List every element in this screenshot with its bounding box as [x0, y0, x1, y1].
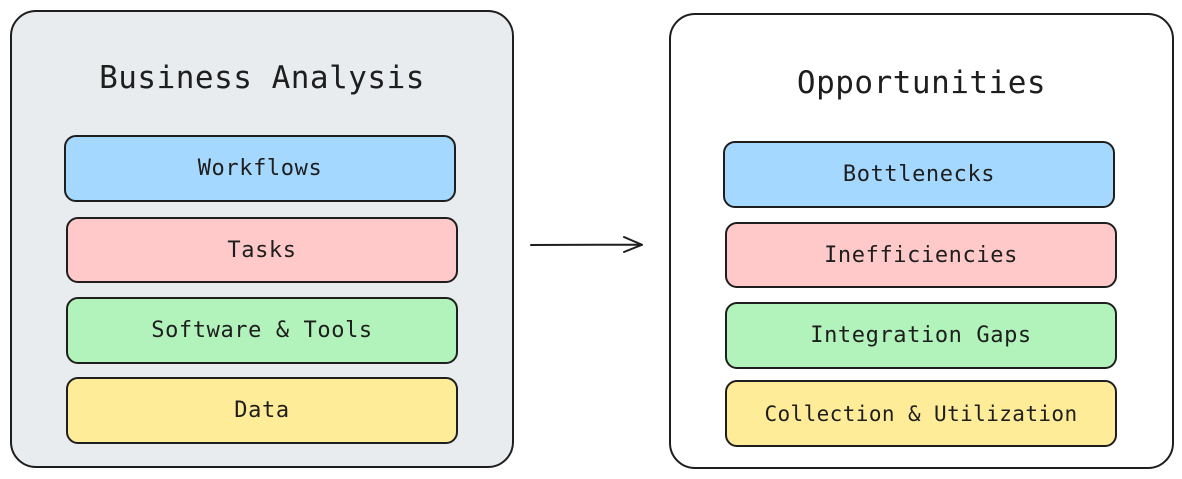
inefficiencies-box: Inefficiencies [725, 222, 1117, 288]
arrow-head [623, 236, 643, 253]
integration-gaps-box: Integration Gaps [725, 302, 1117, 369]
arrow-right-icon [530, 236, 643, 253]
business-analysis-panel: Business Analysis Workflows Tasks Softwa… [10, 10, 514, 468]
software-tools-box: Software & Tools [66, 297, 458, 364]
collection-utilization-box: Collection & Utilization [725, 380, 1117, 447]
tasks-box: Tasks [66, 217, 458, 283]
bottlenecks-box: Bottlenecks [723, 141, 1115, 208]
data-box: Data [66, 377, 458, 444]
workflows-box: Workflows [64, 135, 456, 202]
business-analysis-title: Business Analysis [99, 60, 425, 96]
opportunities-title: Opportunities [796, 65, 1047, 101]
opportunities-panel: Opportunities Bottlenecks Inefficiencies… [669, 13, 1174, 469]
